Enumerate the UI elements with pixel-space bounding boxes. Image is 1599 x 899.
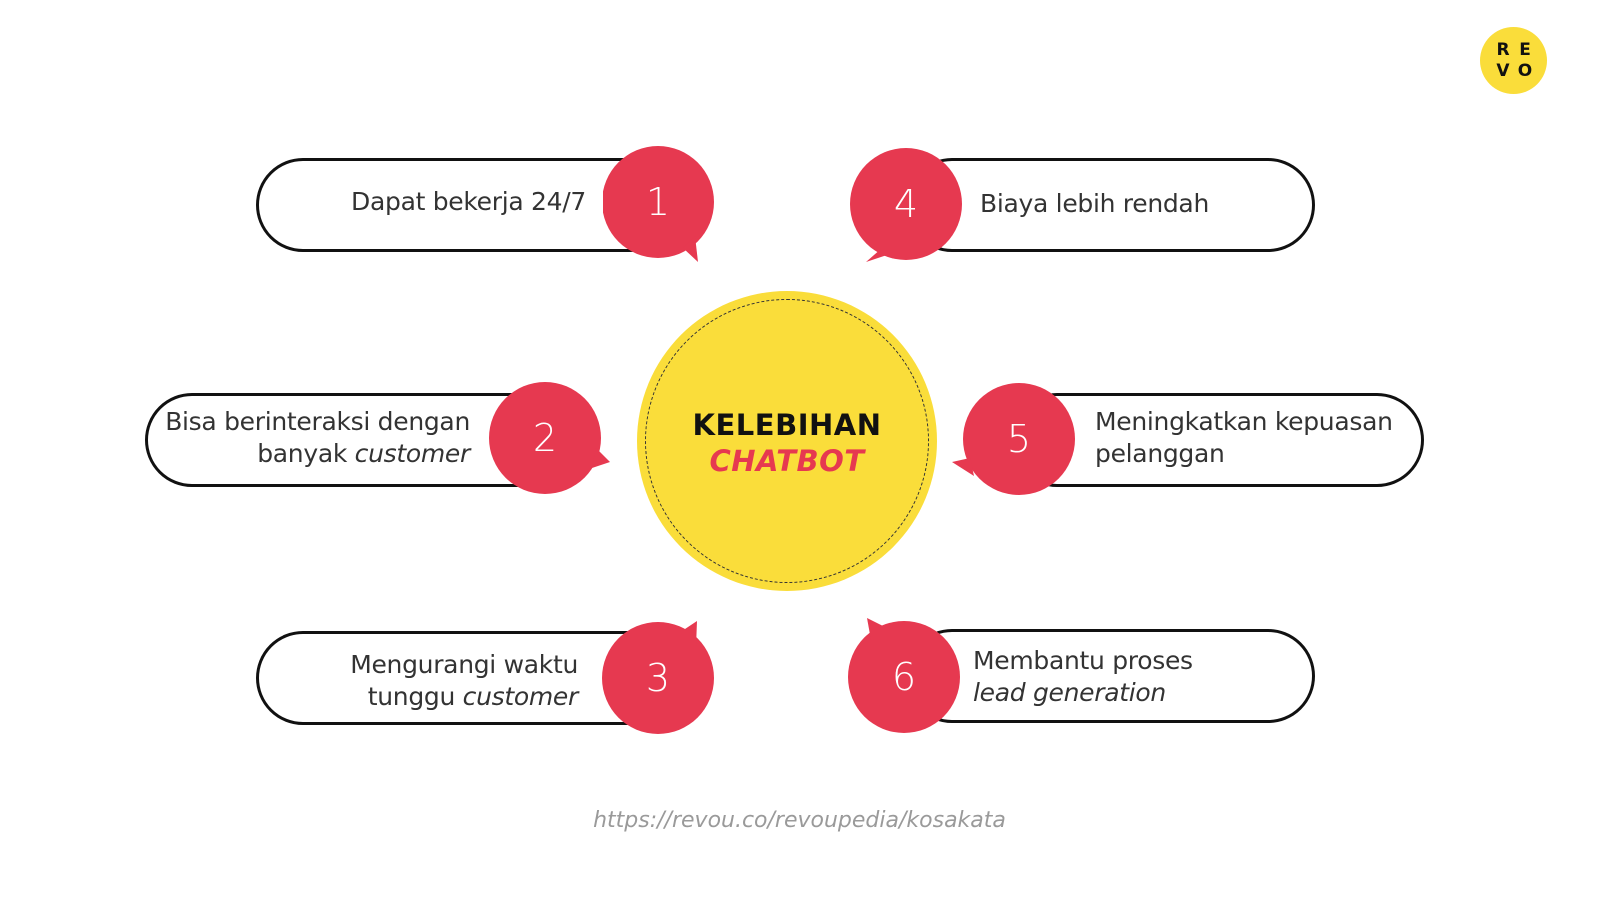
benefit-text-1: Dapat bekerja 24/7 [351, 187, 586, 216]
benefit-pill-5 [1010, 393, 1424, 487]
logo-letter: R [1496, 40, 1510, 60]
number-bubble-2: 2 [488, 378, 618, 508]
logo-letter: E [1519, 40, 1531, 60]
number-bubble-6: 6 [845, 614, 975, 744]
speech-bubble-icon [602, 621, 714, 734]
number-bubble-4: 4 [846, 142, 976, 272]
revou-logo: R E V O [1480, 27, 1547, 94]
number-bubble-1: 1 [603, 140, 733, 270]
bubble-number: 4 [893, 182, 919, 226]
number-bubble-5: 5 [950, 378, 1080, 508]
bubble-number: 5 [1006, 417, 1032, 461]
benefit-text-3: Mengurangi waktu tunggu customer [350, 650, 578, 711]
logo-letter: O [1517, 61, 1533, 81]
speech-bubble-icon [952, 383, 1075, 495]
benefit-text-4: Biaya lebih rendah [980, 189, 1209, 218]
center-subtitle: CHATBOT [709, 444, 865, 478]
bubble-number: 6 [891, 655, 917, 699]
bubble-number: 2 [532, 416, 558, 460]
bubble-number: 1 [645, 180, 671, 224]
speech-bubble-icon [848, 618, 960, 733]
center-title: KELEBIHAN [692, 408, 882, 442]
speech-bubble-icon [603, 146, 714, 262]
benefit-text-6: Membantu proses lead generation [973, 646, 1193, 707]
bubble-number: 3 [645, 656, 671, 700]
logo-letter: V [1496, 61, 1510, 81]
speech-bubble-icon [850, 148, 962, 262]
speech-bubble-icon [489, 382, 610, 494]
benefit-pill-6 [905, 629, 1315, 723]
number-bubble-3: 3 [600, 617, 730, 747]
center-topic-circle: KELEBIHAN CHATBOT [637, 291, 937, 591]
benefit-text-2: Bisa berinteraksi dengan banyak customer [165, 407, 470, 468]
benefit-text-5: Meningkatkan kepuasan pelanggan [1095, 407, 1393, 468]
source-link[interactable]: https://revou.co/revoupedia/kosakata [593, 808, 1006, 833]
dashed-ring [645, 299, 929, 583]
